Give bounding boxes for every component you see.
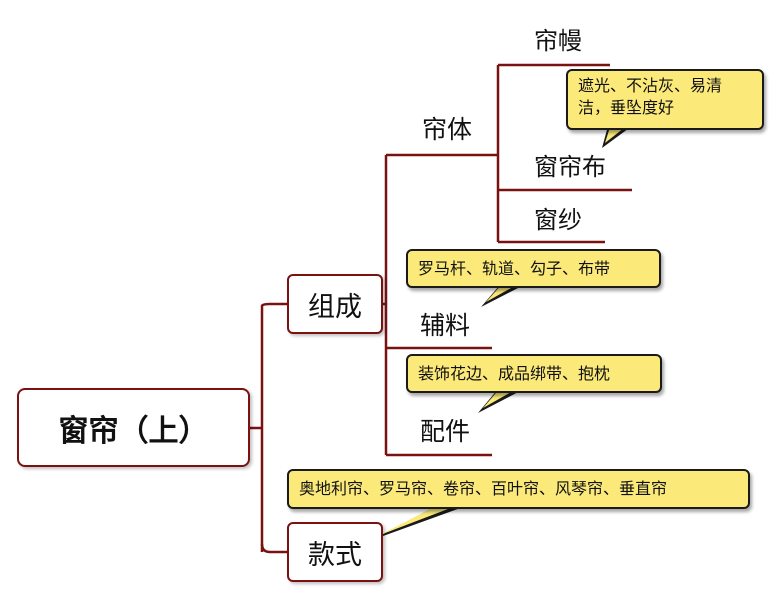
connector-root-spine bbox=[250, 306, 264, 552]
node-styles[interactable]: 款式 bbox=[287, 522, 383, 582]
node-fittings[interactable]: 配件 bbox=[420, 417, 471, 446]
note-pointer-accessories bbox=[481, 285, 524, 307]
connector-to-composition bbox=[260, 302, 287, 307]
connector-to-styles bbox=[260, 543, 287, 554]
note-styles: 奥地利帘、罗马帘、卷帘、百叶帘、风琴帘、垂直帘 bbox=[287, 469, 750, 509]
note-body: 遮光、不沾灰、易清洁，垂坠度好 bbox=[566, 69, 764, 130]
node-valance[interactable]: 帘幔 bbox=[534, 27, 582, 55]
note-pointer-fittings bbox=[478, 389, 524, 413]
root-label: 窗帘（上） bbox=[58, 413, 209, 449]
note-pointer-styles bbox=[372, 506, 466, 540]
node-accessories[interactable]: 辅料 bbox=[420, 311, 471, 340]
composition-label: 组成 bbox=[308, 291, 362, 323]
connector-composition-spine bbox=[383, 155, 388, 455]
styles-label: 款式 bbox=[308, 539, 362, 571]
node-body[interactable]: 帘体 bbox=[422, 115, 473, 144]
root-node[interactable]: 窗帘（上） bbox=[17, 388, 250, 467]
node-composition[interactable]: 组成 bbox=[287, 274, 383, 334]
node-sheer[interactable]: 窗纱 bbox=[534, 206, 582, 234]
note-fittings: 装饰花边、成品绑带、抱枕 bbox=[406, 354, 662, 393]
note-accessories: 罗马杆、轨道、勾子、布带 bbox=[406, 249, 661, 288]
node-curtain-cloth[interactable]: 窗帘布 bbox=[534, 153, 606, 181]
